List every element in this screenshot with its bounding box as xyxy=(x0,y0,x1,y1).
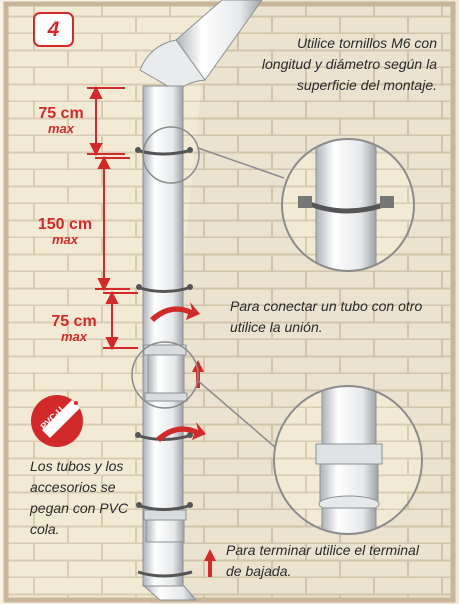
coupling-1 xyxy=(143,344,188,402)
dimension-label-3: 75 cm max xyxy=(44,313,104,344)
note-screws: Utilice tornillos M6 con longitud y diám… xyxy=(261,35,437,93)
pvc-glue-badge xyxy=(31,395,83,447)
note-connect: Para conectar un tubo con otro utilice l… xyxy=(230,298,423,335)
coupling-2 xyxy=(143,509,187,543)
leader-lines xyxy=(131,126,285,449)
dimension-label-1: 75 cm max xyxy=(32,105,90,136)
outlet-bend xyxy=(142,585,198,601)
dimension-label-2: 150 cm max xyxy=(33,216,97,247)
dimension-value: 150 cm xyxy=(37,216,93,233)
dimension-lines xyxy=(87,85,138,351)
dimension-value: 75 cm xyxy=(51,313,97,330)
downpipe xyxy=(142,85,184,587)
dimension-qualifier: max xyxy=(60,329,88,344)
note-glue: Los tubos y los accesorios se pegan con … xyxy=(30,458,129,537)
step-number: 4 xyxy=(33,12,74,47)
clamp-screws xyxy=(135,147,193,508)
dimension-qualifier: max xyxy=(51,232,79,247)
dimension-qualifier: max xyxy=(47,121,75,136)
dimension-value: 75 cm xyxy=(38,105,84,122)
note-finish: Para terminar utilice el terminal de baj… xyxy=(226,542,419,579)
detail-coupling xyxy=(273,385,423,535)
detail-clamp xyxy=(281,138,415,272)
